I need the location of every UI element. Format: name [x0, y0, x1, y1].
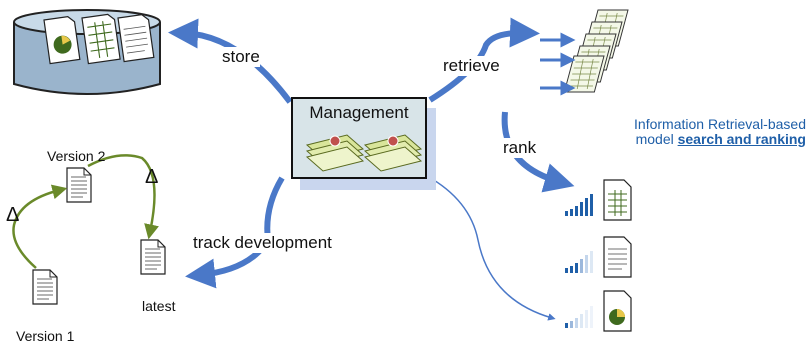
version-2-label: Version 2 — [47, 148, 106, 164]
ir-caption-model: model — [635, 131, 674, 147]
latest-label: latest — [142, 298, 176, 314]
retrieve-arrow — [428, 17, 540, 103]
ir-caption: Information Retrieval-based model search… — [608, 117, 806, 147]
version-arrow-2 — [87, 154, 159, 240]
ranked-docs — [565, 179, 632, 332]
chart-doc-icon — [603, 290, 632, 332]
rank-bar-icon — [565, 194, 593, 216]
database-icon — [13, 9, 161, 95]
ir-caption-emphasis: search and ranking — [677, 131, 806, 147]
certificate-stack-icon — [305, 134, 423, 172]
document-stack-icon — [540, 9, 629, 96]
management-node: Management — [291, 97, 427, 179]
delta-symbol-right: Δ — [145, 166, 159, 188]
store-arrow — [168, 18, 293, 104]
management-label: Management — [309, 103, 409, 122]
version-arrow-1 — [12, 184, 68, 269]
version-1-doc-icon — [32, 269, 58, 305]
text-doc-icon — [603, 236, 632, 278]
rank-bar-icon — [565, 251, 593, 273]
version-2-doc-icon — [66, 167, 92, 203]
spreadsheet-doc-icon — [603, 179, 632, 221]
track-development-label: track development — [193, 233, 332, 253]
retrieve-label: retrieve — [443, 56, 500, 76]
store-label: store — [222, 47, 260, 67]
track-arrow — [185, 176, 285, 289]
low-rank-arrow — [426, 175, 556, 321]
latest-doc-icon — [140, 239, 166, 275]
delta-symbol-left: Δ — [6, 204, 20, 226]
ir-caption-line-2: model search and ranking — [608, 132, 806, 147]
rank-bar-icon — [565, 306, 593, 328]
rank-label: rank — [503, 138, 537, 158]
version-1-label: Version 1 — [16, 328, 75, 344]
ir-caption-line-1: Information Retrieval-based — [634, 116, 806, 132]
